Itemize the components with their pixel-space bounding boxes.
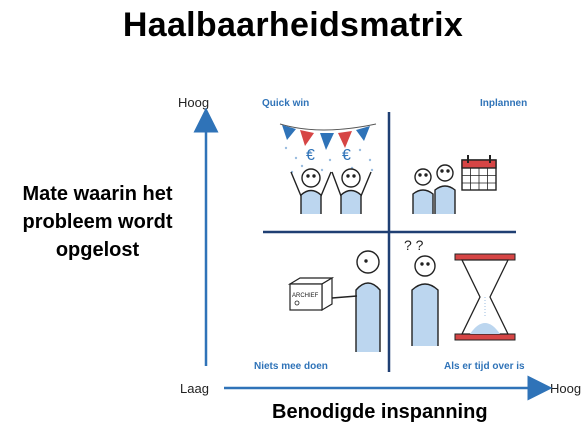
cheering-person-left [290, 168, 332, 214]
y-axis-label: Mate waarin het probleem wordt opgelost [22, 183, 173, 261]
cheering-person-right [331, 168, 372, 214]
planning-person-right [434, 164, 456, 214]
quadrant-label-niets-mee-doen: Niets mee doen [254, 361, 328, 372]
quadrant-label-inplannen: Inplannen [480, 98, 528, 109]
page-title: Haalbaarheidsmatrix [122, 6, 464, 44]
waiting-person [411, 255, 439, 346]
calendar-icon [461, 155, 497, 191]
hourglass-icon [454, 253, 516, 341]
bunting-flags [279, 123, 377, 150]
planning-person-left [412, 168, 434, 214]
x-axis-high-label: Hoog [550, 381, 582, 396]
quadrant-label-als-er-tijd-over-is: Als er tijd over is [444, 361, 525, 372]
question-marks: ? ? [404, 237, 424, 253]
quadrant-label-quick-win: Quick win [262, 98, 310, 109]
euro-sign-right: € [342, 147, 351, 164]
y-axis-low-label: Laag [180, 381, 209, 396]
euro-sign-left: € [306, 147, 315, 164]
x-axis-label: Benodigde inspanning [272, 401, 488, 423]
archive-box-label: ARCHIEF [292, 293, 319, 299]
confetti [284, 146, 374, 174]
archiving-person [331, 250, 381, 352]
y-axis-high-label: Hoog [178, 95, 210, 110]
archive-box: ARCHIEF [287, 276, 335, 312]
